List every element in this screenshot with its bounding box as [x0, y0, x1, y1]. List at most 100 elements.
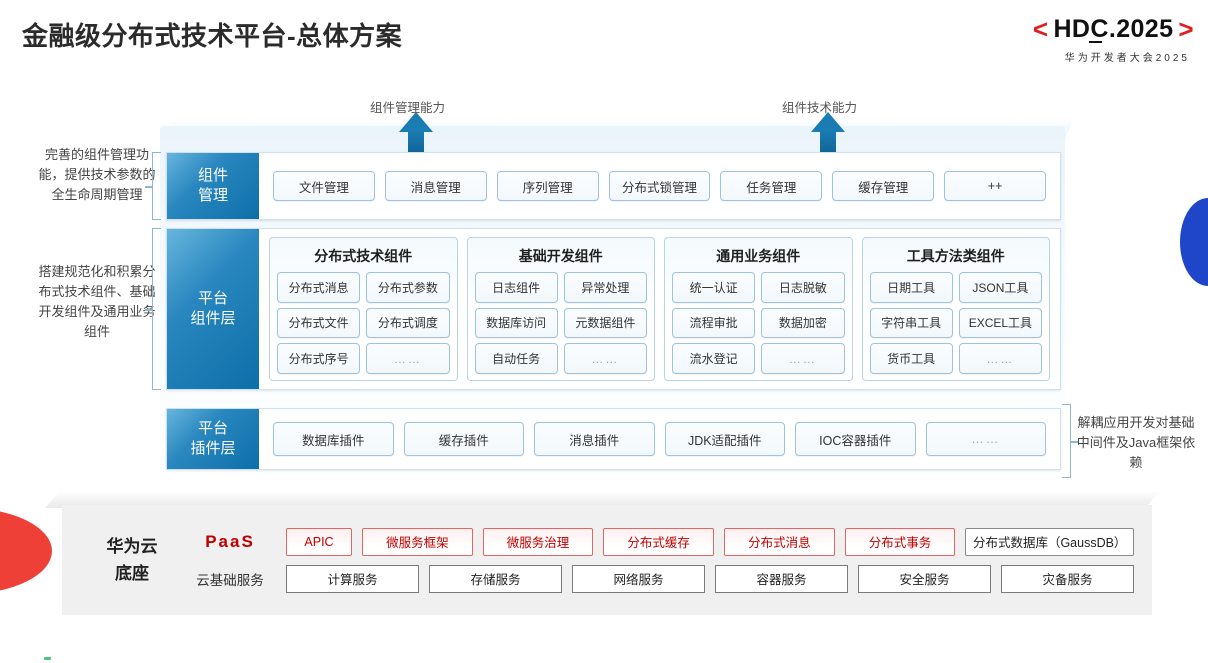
base-title-line2: 底座 — [115, 564, 149, 583]
chip-database-access[interactable]: 数据库访问 — [474, 307, 558, 339]
pill-distributed-database-gaussdb[interactable]: 分布式数据库（GaussDB） — [965, 527, 1135, 556]
pill-microservice-governance[interactable]: 微服务治理 — [482, 527, 594, 556]
group-utility-method-components: 工具方法类组件 日期工具 JSON工具 字符串工具 EXCEL工具 货币工具 …… — [861, 237, 1050, 381]
group-basic-development-components: 基础开发组件 日志组件 异常处理 数据库访问 元数据组件 自动任务 …… — [466, 237, 655, 381]
chip-unified-authentication[interactable]: 统一认证 — [672, 272, 756, 303]
base-panel — [62, 505, 1152, 615]
blue-lens-decoration — [1180, 198, 1208, 286]
chip-json-utility[interactable]: JSON工具 — [958, 272, 1042, 303]
angle-bracket-left-icon: < — [1032, 14, 1049, 44]
group-grid: 日期工具 JSON工具 字符串工具 EXCEL工具 货币工具 …… — [869, 272, 1042, 374]
chip-distributed-lock-management[interactable]: 分布式锁管理 — [608, 171, 711, 201]
angle-bracket-right-icon: > — [1178, 14, 1194, 44]
chip-message-plugin[interactable]: 消息插件 — [534, 422, 655, 456]
chip-cache-plugin[interactable]: 缓存插件 — [403, 422, 524, 456]
chip-more-dots[interactable]: …… — [563, 343, 647, 374]
arrow-label-component-management: 组件管理能力 — [370, 101, 446, 115]
layer-label-line1: 平台 — [197, 289, 228, 307]
layer-label-platform-plugin: 平台 插件层 — [167, 409, 259, 469]
paas-label: PaaS — [205, 531, 255, 551]
chip-cache-management[interactable]: 缓存管理 — [832, 171, 935, 201]
layer-body-component-management: 文件管理 消息管理 序列管理 分布式锁管理 任务管理 缓存管理 ++ — [259, 153, 1060, 219]
chip-database-plugin[interactable]: 数据库插件 — [273, 422, 394, 456]
chip-log-desensitization[interactable]: 日志脱敏 — [761, 272, 845, 303]
chip-more-dots[interactable]: …… — [761, 343, 845, 374]
chip-distributed-parameter[interactable]: 分布式参数 — [366, 272, 450, 303]
chip-distributed-schedule[interactable]: 分布式调度 — [366, 307, 450, 339]
base-panel-title: 华为云 底座 — [80, 533, 184, 587]
note-right-plugin-layer: 解耦应用开发对基础中间件及Java框架依赖 — [1076, 415, 1196, 471]
group-title: 基础开发组件 — [518, 248, 603, 264]
layer-platform-component: 平台 组件层 分布式技术组件 分布式消息 分布式参数 分布式文件 分布式调度 分… — [166, 228, 1061, 390]
chip-currency-utility[interactable]: 货币工具 — [869, 343, 953, 374]
cloud-service-label: 云基础服务 — [196, 572, 264, 588]
chip-message-management[interactable]: 消息管理 — [384, 171, 487, 201]
note-left-platform-component: 搭建规范化和积累分布式技术组件、基础开发组件及通用业务组件 — [38, 264, 156, 340]
layer-label-line1: 平台 — [197, 419, 228, 437]
chip-distributed-file[interactable]: 分布式文件 — [277, 307, 361, 339]
group-general-business-components: 通用业务组件 统一认证 日志脱敏 流程审批 数据加密 流水登记 …… — [664, 237, 853, 381]
chip-string-utility[interactable]: 字符串工具 — [869, 307, 953, 339]
chip-task-management[interactable]: 任务管理 — [720, 171, 823, 201]
base-row-cloud-services: 云基础服务 计算服务 存储服务 网络服务 容器服务 安全服务 灾备服务 — [184, 564, 1134, 593]
layer-label-line2: 组件层 — [190, 310, 236, 327]
service-security[interactable]: 安全服务 — [858, 564, 991, 593]
layer-label-platform-component: 平台 组件层 — [167, 229, 259, 389]
chip-log-component[interactable]: 日志组件 — [474, 272, 558, 303]
green-marker-decoration — [44, 657, 51, 660]
chip-distributed-sequence[interactable]: 分布式序号 — [277, 343, 361, 374]
chip-data-encryption[interactable]: 数据加密 — [761, 307, 845, 339]
chip-sequence-management[interactable]: 序列管理 — [496, 171, 599, 201]
chip-auto-task[interactable]: 自动任务 — [474, 343, 558, 374]
layer-label-component-management: 组件 管理 — [167, 153, 259, 219]
group-title: 分布式技术组件 — [314, 248, 413, 264]
pill-distributed-transaction[interactable]: 分布式事务 — [844, 527, 956, 556]
hdc-logo-main: < HDC.2025 > — [964, 14, 1194, 45]
chip-excel-utility[interactable]: EXCEL工具 — [958, 307, 1042, 339]
cloud-service-items: 计算服务 存储服务 网络服务 容器服务 安全服务 灾备服务 — [286, 564, 1134, 593]
chip-process-approval[interactable]: 流程审批 — [672, 307, 756, 339]
chip-more-dots[interactable]: …… — [958, 343, 1042, 374]
chip-metadata-component[interactable]: 元数据组件 — [563, 307, 647, 339]
hdc-logo: < HDC.2025 > 华为开发者大会2025 — [964, 14, 1194, 64]
base-rows: PaaS APIC 微服务框架 微服务治理 分布式缓存 分布式消息 分布式事务 … — [184, 527, 1135, 593]
service-compute[interactable]: 计算服务 — [286, 564, 419, 593]
layer-label-line2: 管理 — [197, 187, 228, 204]
group-grid: 分布式消息 分布式参数 分布式文件 分布式调度 分布式序号 …… — [277, 272, 450, 374]
group-title: 工具方法类组件 — [906, 248, 1005, 264]
chip-add-more[interactable]: ++ — [944, 171, 1047, 201]
layer-label-line1: 组件 — [197, 166, 228, 184]
layer-label-line2: 插件层 — [190, 440, 236, 457]
base-title-line1: 华为云 — [106, 536, 158, 556]
service-storage[interactable]: 存储服务 — [429, 564, 562, 593]
bracket-left-platform-component — [145, 228, 161, 390]
group-title: 通用业务组件 — [716, 248, 801, 264]
hdc-logo-subtitle: 华为开发者大会2025 — [1064, 53, 1190, 64]
pill-distributed-cache[interactable]: 分布式缓存 — [603, 527, 715, 556]
chip-distributed-message[interactable]: 分布式消息 — [277, 272, 361, 303]
chip-more-dots[interactable]: …… — [925, 422, 1046, 456]
note-left-component-management: 完善的组件管理功能，提供技术参数的全生命周期管理 — [38, 147, 156, 203]
group-distributed-tech-components: 分布式技术组件 分布式消息 分布式参数 分布式文件 分布式调度 分布式序号 …… — [269, 237, 458, 381]
service-container[interactable]: 容器服务 — [715, 564, 848, 593]
arrow-label-component-technology: 组件技术能力 — [782, 101, 858, 115]
red-quarter-circle-decoration — [0, 508, 52, 594]
pill-apic[interactable]: APIC — [286, 527, 352, 556]
pill-microservice-framework[interactable]: 微服务框架 — [362, 527, 473, 556]
pill-distributed-message[interactable]: 分布式消息 — [724, 527, 835, 556]
chip-ioc-container-plugin[interactable]: IOC容器插件 — [795, 422, 916, 456]
chip-jdk-adapter-plugin[interactable]: JDK适配插件 — [664, 422, 785, 456]
layer-body-platform-plugin: 数据库插件 缓存插件 消息插件 JDK适配插件 IOC容器插件 …… — [259, 409, 1060, 469]
base-panel-content: 华为云 底座 PaaS APIC 微服务框架 微服务治理 分布式缓存 分布式消息… — [62, 505, 1152, 615]
up-arrow-component-technology-icon — [811, 112, 845, 158]
bracket-right-plugin-layer — [1062, 404, 1078, 478]
chip-date-utility[interactable]: 日期工具 — [869, 272, 953, 303]
chip-more-dots[interactable]: …… — [366, 343, 450, 374]
chip-file-management[interactable]: 文件管理 — [273, 171, 375, 201]
service-disaster-recovery[interactable]: 灾备服务 — [1001, 564, 1134, 593]
up-arrow-component-management-icon — [399, 112, 433, 158]
service-network[interactable]: 网络服务 — [572, 564, 705, 593]
chip-exception-handling[interactable]: 异常处理 — [563, 272, 647, 303]
chip-transaction-record[interactable]: 流水登记 — [672, 343, 756, 374]
